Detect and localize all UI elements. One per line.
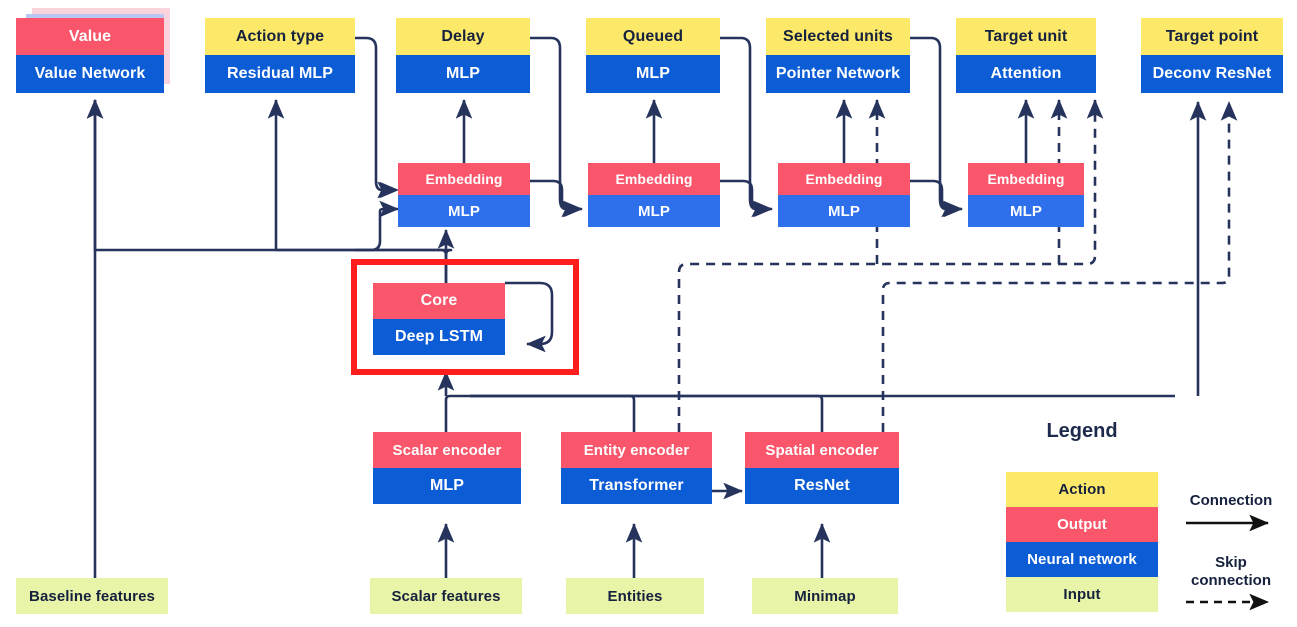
legend-title: Legend <box>1046 420 1118 442</box>
queued-action-label: Queued <box>586 18 720 55</box>
scalar-encoder-output-label: Scalar encoder <box>373 432 521 468</box>
core-output-label: Core <box>373 283 505 319</box>
wire-queued-down-to-embedding-3 <box>720 36 772 218</box>
wire-action-type-down-to-embedding-1 <box>355 36 398 199</box>
legend-swatch-action: Action <box>1006 472 1158 507</box>
value-action-label: Value <box>16 18 164 55</box>
skip-spatial-encoder-to-target-point <box>881 100 1238 432</box>
value-network-label: Value Network <box>16 55 164 93</box>
target-unit-network-label: Attention <box>956 55 1096 93</box>
node-scalar-encoder[interactable]: Scalar encoder MLP <box>373 432 521 504</box>
selected-units-action-label: Selected units <box>766 18 910 55</box>
spatial-encoder-network-label: ResNet <box>745 468 899 504</box>
target-unit-action-label: Target unit <box>956 18 1096 55</box>
core-highlight-box <box>351 259 579 375</box>
embedding-3-network-label: MLP <box>778 195 910 227</box>
legend-swatch-neural-network: Neural network <box>1006 542 1158 577</box>
wire-selected-units-down-to-embedding-4 <box>910 36 962 218</box>
wire-embedding-2-to-embedding-3 <box>720 179 774 218</box>
wire-embedding-1-to-embedding-2 <box>530 179 584 218</box>
action-type-network-label: Residual MLP <box>205 55 355 93</box>
skip-entity-encoder-to-selected-units-and-target-unit <box>677 98 1104 432</box>
node-input-entities[interactable]: Entities <box>566 578 704 614</box>
node-input-baseline-features[interactable]: Baseline features <box>16 578 168 614</box>
node-selected-units-head[interactable]: Selected units Pointer Network <box>766 18 910 93</box>
legend-skip-label-line2: connection <box>1190 572 1271 589</box>
entity-encoder-network-label: Transformer <box>561 468 712 504</box>
legend-connection-label: Connection <box>1189 492 1273 509</box>
queued-network-label: MLP <box>586 55 720 93</box>
wire-scalar-encoder-bus <box>444 394 1175 432</box>
wire-spatial-encoder-bus <box>470 394 824 432</box>
legend-swatch-output: Output <box>1006 507 1158 542</box>
scalar-encoder-network-label: MLP <box>373 468 521 504</box>
spatial-encoder-output-label: Spatial encoder <box>745 432 899 468</box>
node-target-unit-head[interactable]: Target unit Attention <box>956 18 1096 93</box>
node-entity-encoder[interactable]: Entity encoder Transformer <box>561 432 712 504</box>
node-value-head[interactable]: Value Value Network <box>16 18 164 93</box>
wire-entity-encoder-bus <box>470 394 636 432</box>
delay-network-label: MLP <box>396 55 530 93</box>
node-input-scalar-features[interactable]: Scalar features <box>370 578 522 614</box>
embedding-3-output-label: Embedding <box>778 163 910 195</box>
node-target-point-head[interactable]: Target point Deconv ResNet <box>1141 18 1283 93</box>
node-core[interactable]: Core Deep LSTM <box>373 283 505 355</box>
node-queued-head[interactable]: Queued MLP <box>586 18 720 93</box>
wire-delay-down-to-embedding-2 <box>530 36 582 218</box>
legend-skip-label-line1: Skip <box>1215 554 1247 571</box>
target-point-network-label: Deconv ResNet <box>1141 55 1283 93</box>
wire-embedding-3-to-embedding-4 <box>910 179 964 218</box>
delay-action-label: Delay <box>396 18 530 55</box>
node-spatial-encoder[interactable]: Spatial encoder ResNet <box>745 432 899 504</box>
node-action-type-head[interactable]: Action type Residual MLP <box>205 18 355 93</box>
wire-core-recurrent-loop <box>505 281 554 353</box>
core-network-label: Deep LSTM <box>373 319 505 355</box>
legend-swatch-stack: Action Output Neural network Input <box>1006 472 1158 612</box>
wire-core-bus-into-embedding-1 <box>355 200 400 252</box>
embedding-2-output-label: Embedding <box>588 163 720 195</box>
target-point-action-label: Target point <box>1141 18 1283 55</box>
entity-encoder-output-label: Entity encoder <box>561 432 712 468</box>
node-delay-head[interactable]: Delay MLP <box>396 18 530 93</box>
legend-swatch-input: Input <box>1006 577 1158 612</box>
embedding-4-output-label: Embedding <box>968 163 1084 195</box>
selected-units-network-label: Pointer Network <box>766 55 910 93</box>
embedding-1-network-label: MLP <box>398 195 530 227</box>
embedding-2-network-label: MLP <box>588 195 720 227</box>
action-type-action-label: Action type <box>205 18 355 55</box>
node-embedding-2[interactable]: Embedding MLP <box>588 163 720 227</box>
node-embedding-1[interactable]: Embedding MLP <box>398 163 530 227</box>
wire-target-point-solid-stub <box>1178 100 1207 134</box>
wire-core-to-value-network <box>86 98 448 283</box>
embedding-4-network-label: MLP <box>968 195 1084 227</box>
embedding-1-output-label: Embedding <box>398 163 530 195</box>
node-input-minimap[interactable]: Minimap <box>752 578 898 614</box>
node-embedding-3[interactable]: Embedding MLP <box>778 163 910 227</box>
node-embedding-4[interactable]: Embedding MLP <box>968 163 1084 227</box>
